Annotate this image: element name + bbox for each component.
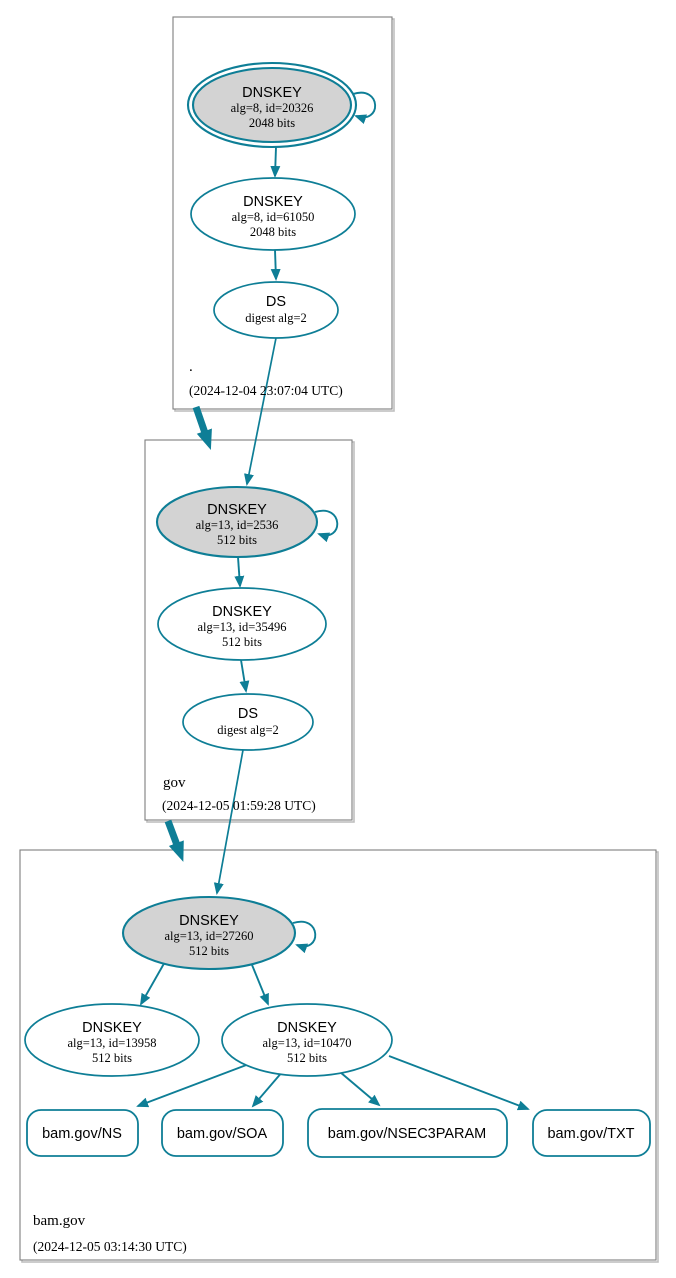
edge-root-delegation-to-gov [192,405,212,451]
node-rrset-bamgov-ns[interactable]: bam.gov/NS [26,1109,139,1157]
zone-timestamp-gov: (2024-12-05 01:59:28 UTC) [162,798,316,813]
node-rrset-bamgov-nsec3param-box [307,1108,508,1158]
edge-root-ksk-to-zsk [270,146,281,178]
node-dnskey-zsk-gov[interactable]: DNSKEY alg=13, id=35496 512 bits [157,587,327,661]
zone-name-root: . [189,359,193,375]
edge-bamgov-zsk2-to-ns [136,1063,250,1108]
node-attr-alg: alg=13, id=2536 [196,518,279,532]
node-title: DS [266,294,286,310]
edge-root-zsk-to-ds [270,249,281,281]
zone-name-gov: gov [163,775,186,791]
zone-timestamp-root: (2024-12-04 23:07:04 UTC) [189,383,343,398]
node-rrset-bamgov-txt[interactable]: bam.gov/TXT [532,1109,651,1157]
node-rrset-bamgov-ns-box [26,1109,139,1157]
node-dnskey-ksk-root[interactable]: DNSKEY alg=8, id=20326 2048 bits [186,61,358,149]
node-title: DNSKEY [82,1020,142,1036]
node-attr-bits: 2048 bits [249,116,295,130]
node-rrset-bamgov-soa[interactable]: bam.gov/SOA [161,1109,284,1157]
node-attr-alg: alg=8, id=20326 [231,101,314,115]
node-attr-digest: digest alg=2 [217,723,279,737]
edge-gov-delegation-to-bamgov [164,819,184,862]
node-dnskey-zsk-gov-ellipse [157,587,327,661]
node-ds-gov[interactable]: DS digest alg=2 [182,693,314,751]
node-dnskey-zsk-root-ellipse [190,177,356,251]
zone-name-bamgov: bam.gov [33,1213,86,1229]
edge-gov-ksk-to-zsk [234,556,245,588]
edge-bamgov-zsk2-to-soa [251,1070,284,1108]
edge-gov-zsk-to-ds [239,659,250,693]
node-dnskey-zsk1-bamgov-ellipse [24,1003,200,1077]
rrset-label: bam.gov/TXT [547,1126,634,1142]
node-attr-bits: 512 bits [287,1051,327,1065]
edge-bamgov-zsk2-to-txt [388,1055,530,1111]
edge-gov-ksk-selfloop [314,509,339,543]
node-attr-bits: 512 bits [222,635,262,649]
node-dnskey-ksk-gov[interactable]: DNSKEY alg=13, id=2536 512 bits [155,485,319,559]
node-title: DS [238,706,258,722]
node-rrset-bamgov-txt-box [532,1109,651,1157]
rrset-label: bam.gov/NS [42,1126,122,1142]
edge-gov-ds-to-bamgov-ksk [213,749,244,895]
node-dnskey-zsk-root[interactable]: DNSKEY alg=8, id=61050 2048 bits [190,177,356,251]
edge-bamgov-zsk2-to-nsec3param [339,1071,381,1107]
node-dnskey-ksk-gov-ellipse [155,485,319,559]
edge-bamgov-ksk-to-zsk2 [249,959,269,1006]
edge-bamgov-ksk-to-zsk1 [140,959,167,1006]
node-dnskey-ksk-root-inner-ring [191,66,353,144]
node-attr-bits: 512 bits [189,944,229,958]
node-attr-alg: alg=8, id=61050 [232,210,315,224]
node-dnskey-zsk2-bamgov-ellipse [221,1003,393,1077]
node-dnskey-zsk2-bamgov[interactable]: DNSKEY alg=13, id=10470 512 bits [221,1003,393,1077]
node-attr-alg: alg=13, id=13958 [67,1036,156,1050]
node-attr-digest: digest alg=2 [245,311,307,325]
node-title: DNSKEY [207,502,267,518]
node-ds-root[interactable]: DS digest alg=2 [213,281,339,339]
node-dnskey-zsk1-bamgov[interactable]: DNSKEY alg=13, id=13958 512 bits [24,1003,200,1077]
rrset-label: bam.gov/NSEC3PARAM [328,1126,486,1142]
node-attr-bits: 2048 bits [250,225,296,239]
node-attr-bits: 512 bits [217,533,257,547]
node-ds-root-ellipse [213,281,339,339]
node-title: DNSKEY [179,913,239,929]
node-attr-alg: alg=13, id=10470 [262,1036,351,1050]
node-dnskey-ksk-bamgov-ellipse [121,895,297,971]
zone-timestamp-bamgov: (2024-12-05 03:14:30 UTC) [33,1239,187,1254]
edge-root-ksk-selfloop [352,91,377,124]
node-dnskey-ksk-bamgov[interactable]: DNSKEY alg=13, id=27260 512 bits [121,895,297,971]
node-title: DNSKEY [243,194,303,210]
node-rrset-bamgov-nsec3param[interactable]: bam.gov/NSEC3PARAM [307,1108,508,1158]
node-title: DNSKEY [242,85,302,101]
node-title: DNSKEY [277,1020,337,1036]
node-title: DNSKEY [212,604,272,620]
node-attr-alg: alg=13, id=27260 [164,929,253,943]
node-ds-gov-ellipse [182,693,314,751]
node-attr-bits: 512 bits [92,1051,132,1065]
node-attr-alg: alg=13, id=35496 [197,620,286,634]
rrset-label: bam.gov/SOA [177,1126,268,1142]
edge-root-ds-to-gov-ksk [244,337,277,486]
edge-bamgov-ksk-selfloop [292,920,317,954]
node-rrset-bamgov-soa-box [161,1109,284,1157]
